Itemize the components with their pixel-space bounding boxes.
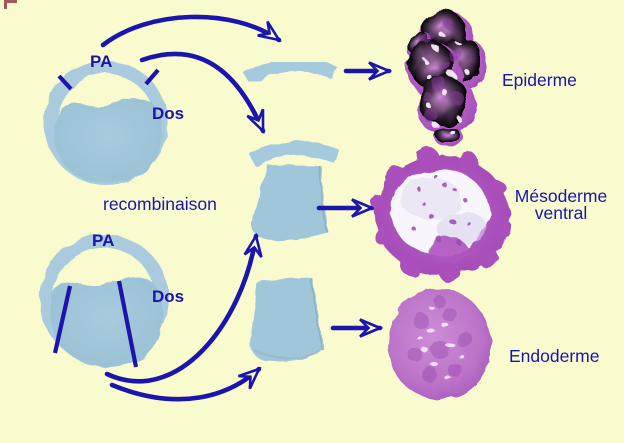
ventral-piece-edge (309, 277, 325, 351)
ventral-piece (250, 165, 326, 241)
ventral-piece-shadow (252, 348, 322, 360)
label-animal-pole-top: PA (90, 52, 113, 71)
cut-line-left (52, 285, 73, 354)
label-animal-pole-bottom: PA (92, 231, 115, 250)
label-mesoderme-ventral: Mésoderme ventral (508, 188, 614, 221)
arrow-cap-to-arc (100, 14, 282, 48)
excision-lines (52, 280, 139, 368)
corner-artifact (4, 0, 17, 9)
ventral-piece-edge (318, 165, 328, 232)
animal-cap-arc (248, 141, 340, 167)
label-mesoderme-line1: Mésoderme (514, 186, 608, 206)
embryo-dorsal-cut (39, 234, 169, 367)
label-dorsal-top: Dos (152, 104, 185, 123)
embryo-dorsal-intact (44, 61, 168, 185)
label-endoderme: Endoderme (509, 346, 600, 366)
histology-ventral-mesoderm (371, 147, 512, 283)
histology-epidermis (405, 11, 486, 147)
label-dorsal-bottom: Dos (152, 287, 185, 306)
explant-ventral (249, 277, 325, 362)
arrows (100, 14, 393, 402)
histology-endoderm (387, 289, 491, 399)
dorsal-blob (54, 97, 163, 183)
explant-recombination (248, 141, 340, 241)
ventral-piece (249, 278, 323, 362)
cut-line-right (116, 280, 139, 368)
cut-mark-left (57, 74, 73, 91)
label-epiderme: Epiderme (502, 70, 577, 90)
cut-mark-right (144, 68, 160, 86)
animal-cap-arc (243, 57, 338, 86)
label-mesoderme-line2: ventral (534, 202, 588, 223)
arrow-embryo-to-ventral (109, 366, 262, 402)
dorsal-blob (50, 276, 164, 367)
cap-boundary-ticks (57, 68, 160, 91)
label-recombinaison: recombinaison (103, 194, 217, 214)
arrow-embryo-to-recombination (104, 232, 263, 384)
arrow-cap-to-recombination (139, 51, 266, 135)
explant-animal-cap (243, 57, 338, 86)
